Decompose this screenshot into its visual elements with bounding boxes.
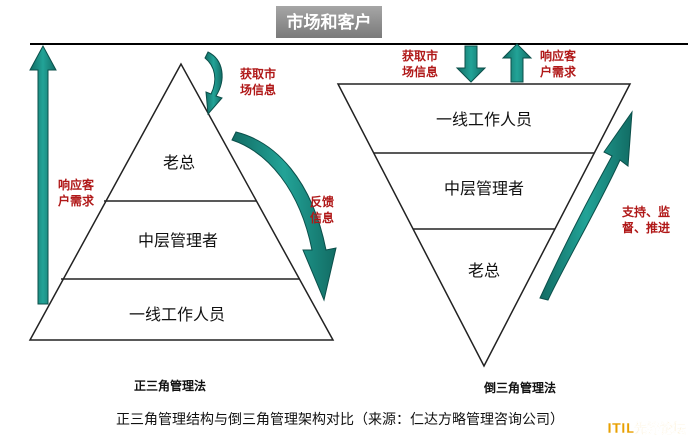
right-gather-label-1: 获取市 [401, 48, 438, 63]
right-level-top: 一线工作人员 [436, 110, 532, 129]
header-title: 市场和客户 [287, 12, 372, 33]
left-gather-label-1: 获取市 [239, 66, 276, 81]
right-support-label-1: 支持、监 [621, 204, 670, 219]
support-arrow-right [539, 110, 633, 301]
right-respond-label-1: 响应客 [540, 48, 577, 63]
left-pyramid [28, 62, 335, 341]
right-pyramid [336, 83, 632, 368]
feedback-arrow-left [231, 131, 337, 302]
respond-arrow-left [29, 44, 57, 305]
left-level-bottom: 一线工作人员 [129, 305, 225, 324]
left-feedback-label-1: 反馈 [310, 194, 334, 209]
right-support-label-2: 督、推进 [622, 220, 670, 235]
left-respond-label-2: 户需求 [58, 193, 95, 208]
left-pyramid-caption: 正三角管理法 [134, 378, 206, 393]
header-box [276, 6, 382, 38]
left-gather-label-2: 场信息 [240, 82, 276, 97]
right-pyramid-caption: 倒三角管理法 [483, 380, 556, 395]
respond-arrow-right [501, 43, 533, 83]
gather-arrow-left [204, 51, 223, 116]
right-level-bottom: 老总 [468, 261, 500, 280]
left-level-middle: 中层管理者 [138, 231, 218, 250]
gather-arrow-right [455, 45, 487, 83]
right-level-middle: 中层管理者 [444, 179, 524, 198]
left-level-top: 老总 [163, 153, 195, 172]
right-gather-label-2: 场信息 [402, 64, 438, 79]
watermark: ITIL先锋论坛 [607, 421, 686, 437]
left-feedback-label-2: 信息 [310, 210, 334, 225]
right-respond-label-2: 户需求 [540, 64, 577, 79]
left-respond-label-1: 响应客 [58, 177, 95, 192]
figure-caption: 正三角管理结构与倒三角管理架构对比（来源：仁达方略管理咨询公司） [116, 412, 564, 428]
